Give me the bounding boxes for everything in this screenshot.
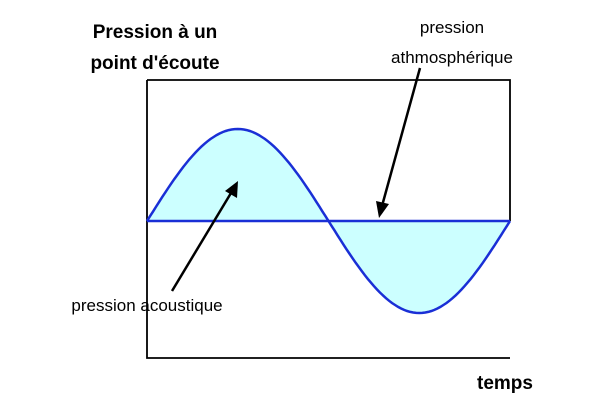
atmospheric-arrow-head — [376, 201, 389, 218]
atmospheric-label-line-2: athmosphérique — [391, 48, 513, 67]
x-axis-label: temps — [477, 373, 533, 394]
atmospheric-arrow-shaft — [380, 67, 422, 207]
atmospheric-arrow — [376, 67, 422, 218]
atmospheric-label: pression athmosphérique — [391, 18, 513, 67]
acoustic-pressure-label: pression acoustique — [71, 296, 222, 315]
chart-title-line-1: Pression à un — [93, 22, 218, 43]
pressure-wave-curve — [145, 127, 512, 315]
axes-frame — [146, 79, 511, 359]
acoustic-arrow-head — [225, 181, 238, 198]
atmospheric-label-line-1: pression — [420, 18, 484, 37]
acoustic-arrow — [170, 181, 238, 292]
chart-title: Pression à un point d'écoute — [90, 22, 219, 74]
acoustic-arrow-shaft — [170, 192, 233, 292]
chart-title-line-2: point d'écoute — [90, 53, 219, 74]
